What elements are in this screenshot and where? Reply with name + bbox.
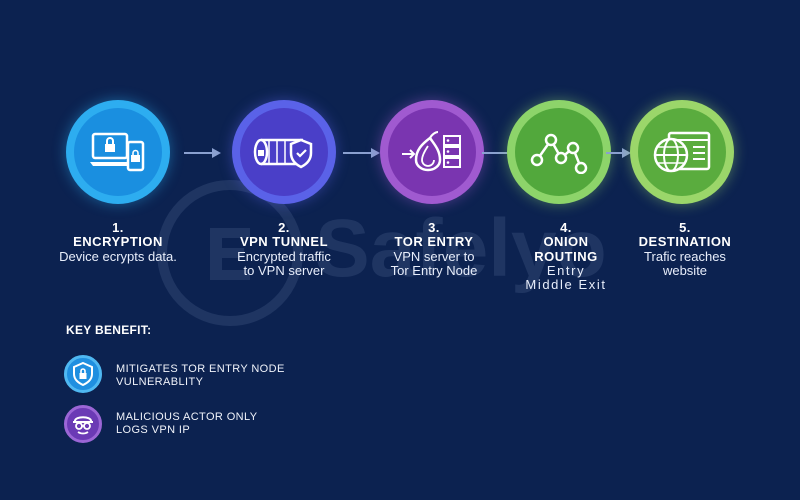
key-benefit-1-line-1: MITIGATES TOR ENTRY NODE [116, 363, 285, 375]
step-4-number: 4. [560, 220, 572, 235]
step-4-description-line-1: Entry [546, 262, 586, 278]
arrow-4 [606, 147, 644, 159]
key-benefit-1-icon-badge [64, 355, 102, 393]
step-4-title-line-1: ONION [543, 234, 589, 250]
step-4-text: 4. ONION ROUTING Entry Middle Exit [506, 220, 626, 293]
step-3-number: 3. [428, 220, 440, 235]
arrow-1 [184, 147, 222, 159]
shield-lock-icon [73, 362, 93, 386]
step-1-circle [66, 100, 170, 204]
step-5-number: 5. [679, 220, 691, 235]
step-5-text: 5. DESTINATION Trafic reaches website [626, 220, 744, 278]
key-benefit-2-line-2: LOGS VPN IP [116, 423, 191, 436]
step-2-title: VPN TUNNEL [239, 234, 329, 250]
step-3-text: 3. TOR ENTRY VPN server to Tor Entry Nod… [364, 220, 504, 278]
globe-browser-icon [653, 131, 711, 173]
key-benefit-2-text: MALICIOUS ACTOR ONLY LOGS VPN IP [116, 411, 336, 436]
step-2-text: 2. VPN TUNNEL Encrypted traffic to VPN s… [206, 220, 362, 278]
step-4-description-line-2: Middle Exit [525, 277, 607, 293]
step-3-description-line-1: VPN server to [393, 248, 475, 264]
key-benefit-2-line-1: MALICIOUS ACTOR ONLY [116, 411, 258, 423]
tunnel-shield-icon [253, 138, 313, 169]
spy-mask-icon [73, 416, 93, 435]
step-2-description-line-2: to VPN server [243, 262, 325, 278]
step-1-number: 1. [112, 220, 124, 235]
step-1-description: Device ecrypts data. [59, 248, 177, 264]
key-benefit-title: KEY BENEFIT: [66, 323, 152, 337]
step-5-title: DESTINATION [638, 234, 732, 250]
onion-server-icon [402, 131, 461, 172]
key-benefit-1-line-2: VULNERABLITY [116, 375, 204, 388]
step-5-circle [630, 100, 734, 204]
step-3-description-line-2: Tor Entry Node [390, 262, 478, 278]
arrow-2 [343, 147, 381, 159]
step-5-description-line-2: website [662, 262, 708, 278]
key-benefit-1-text: MITIGATES TOR ENTRY NODE VULNERABLITY [116, 363, 336, 388]
step-5-description-line-1: Trafic reaches [644, 248, 726, 264]
key-benefit-2-icon-badge [64, 405, 102, 443]
step-1-title: ENCRYPTION [73, 234, 163, 250]
step-4-circle [507, 100, 611, 204]
laptop-phone-lock-icon [90, 132, 145, 172]
node-graph-icon [530, 133, 588, 174]
step-3-circle [380, 100, 484, 204]
step-1-text: 1. ENCRYPTION Device ecrypts data. [40, 220, 196, 264]
step-2-circle [232, 100, 336, 204]
step-4-title-line-2: ROUTING [534, 248, 598, 264]
step-3-title: TOR ENTRY [394, 234, 474, 250]
step-2-number: 2. [278, 220, 290, 235]
step-2-description-line-1: Encrypted traffic [237, 248, 331, 264]
